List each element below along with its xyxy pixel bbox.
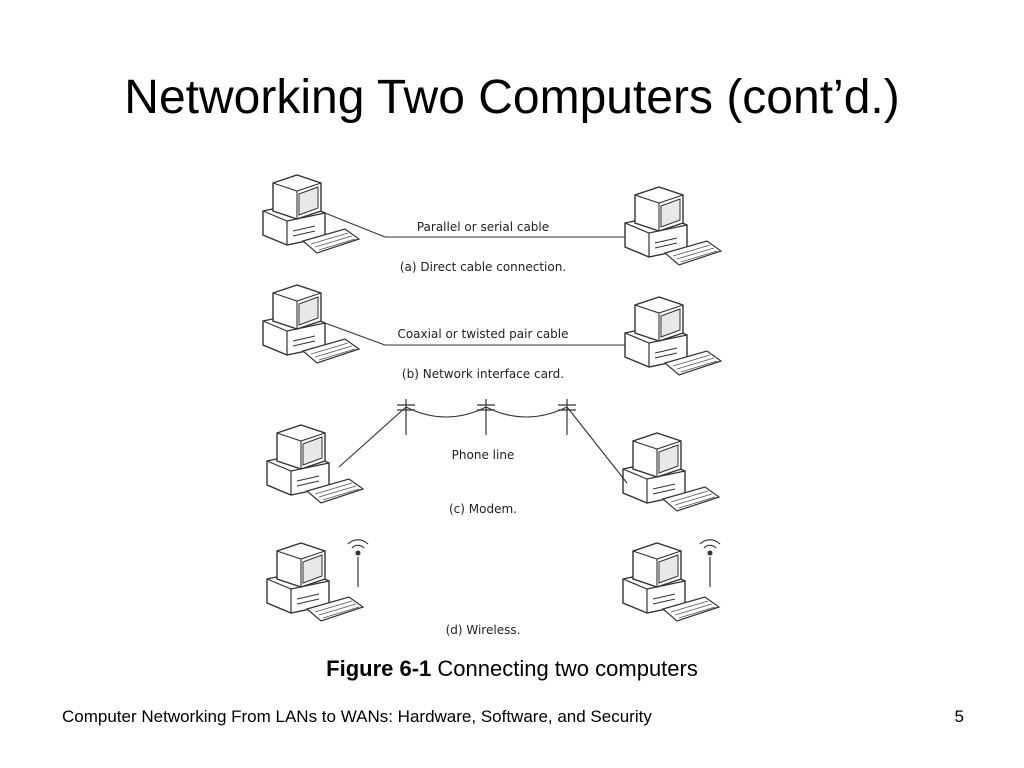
panel-caption: (d) Wireless. (446, 623, 521, 637)
figure-caption-text: Connecting two computers (431, 656, 698, 681)
panel-b: Coaxial or twisted pair cable (b) Networ… (262, 284, 722, 381)
panel-caption: (a) Direct cable connection. (400, 260, 566, 274)
panel-a: Parallel or serial cable (a) Direct cabl… (262, 174, 722, 274)
computer-icon (624, 296, 722, 376)
computer-icon (266, 542, 364, 622)
slide-title: Networking Two Computers (cont’d.) (124, 71, 900, 124)
antenna-icon (699, 539, 721, 588)
computer-icon (622, 432, 720, 512)
cable-line (324, 212, 625, 238)
panel-c: Phone line (c) Modem. (266, 398, 720, 516)
panel-caption: (c) Modem. (449, 502, 517, 516)
computer-icon (262, 284, 360, 364)
phone-line (338, 406, 628, 484)
cable-line (324, 322, 625, 346)
figure-caption-label: Figure 6-1 (326, 656, 432, 681)
computer-icon (624, 186, 722, 266)
computer-icon (266, 424, 364, 504)
cable-label: Phone line (452, 448, 515, 462)
cable-label: Parallel or serial cable (417, 220, 549, 234)
panel-d: (d) Wireless. (266, 539, 721, 637)
computer-icon (622, 542, 720, 622)
computer-icon (262, 174, 360, 254)
network-diagram: Parallel or serial cable (a) Direct cabl… (262, 174, 722, 637)
page-number: 5 (954, 707, 964, 726)
antenna-icon (347, 539, 369, 588)
telephone-pole-icon (476, 398, 496, 436)
figure-caption: Figure 6-1 Connecting two computers (0, 656, 1024, 682)
cable-label: Coaxial or twisted pair cable (397, 327, 568, 341)
panel-caption: (b) Network interface card. (402, 367, 564, 381)
telephone-pole-icon (557, 398, 577, 436)
footer-text: Computer Networking From LANs to WANs: H… (62, 707, 652, 726)
telephone-pole-icon (396, 398, 416, 436)
network-figure: Parallel or serial cable (a) Direct cabl… (255, 165, 735, 645)
